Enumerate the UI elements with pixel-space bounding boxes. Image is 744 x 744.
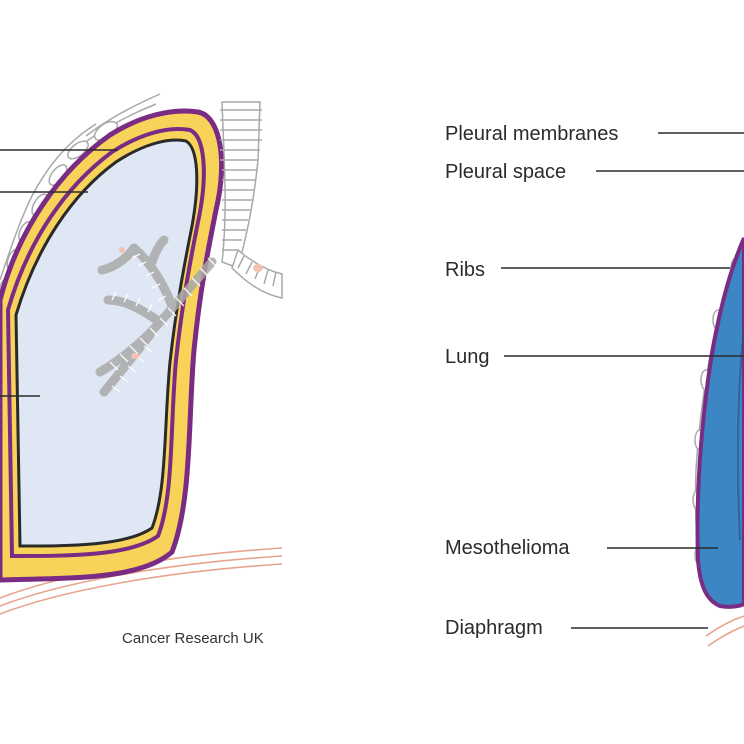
label-pleural-space: Pleural space [445,161,566,183]
label-pleural-membranes: Pleural membranes [445,123,618,145]
right-leader-lines [501,132,744,629]
label-ribs: Ribs [445,259,485,281]
lung-left [14,138,199,548]
credit-text: Cancer Research UK [122,630,264,647]
bronchial-tree [95,235,217,397]
bronchial-rings [109,253,217,393]
label-diaphragm: Diaphragm [445,617,543,639]
lung-edge-right [736,329,744,541]
left-leader-lines [0,149,118,397]
mesothelioma-panel: Pleural membranes Pleural space Ribs Lun… [445,123,744,647]
inner-membrane-left [5,127,206,559]
label-mesothelioma: Mesothelioma [445,537,570,559]
bronchial-highlights [119,247,139,359]
healthy-lung-panel: Cancer Research UK [0,93,283,647]
mesothelioma-mass [695,237,744,609]
label-lung: Lung [445,346,490,368]
trachea [220,101,283,299]
diaphragm-right [705,615,744,647]
